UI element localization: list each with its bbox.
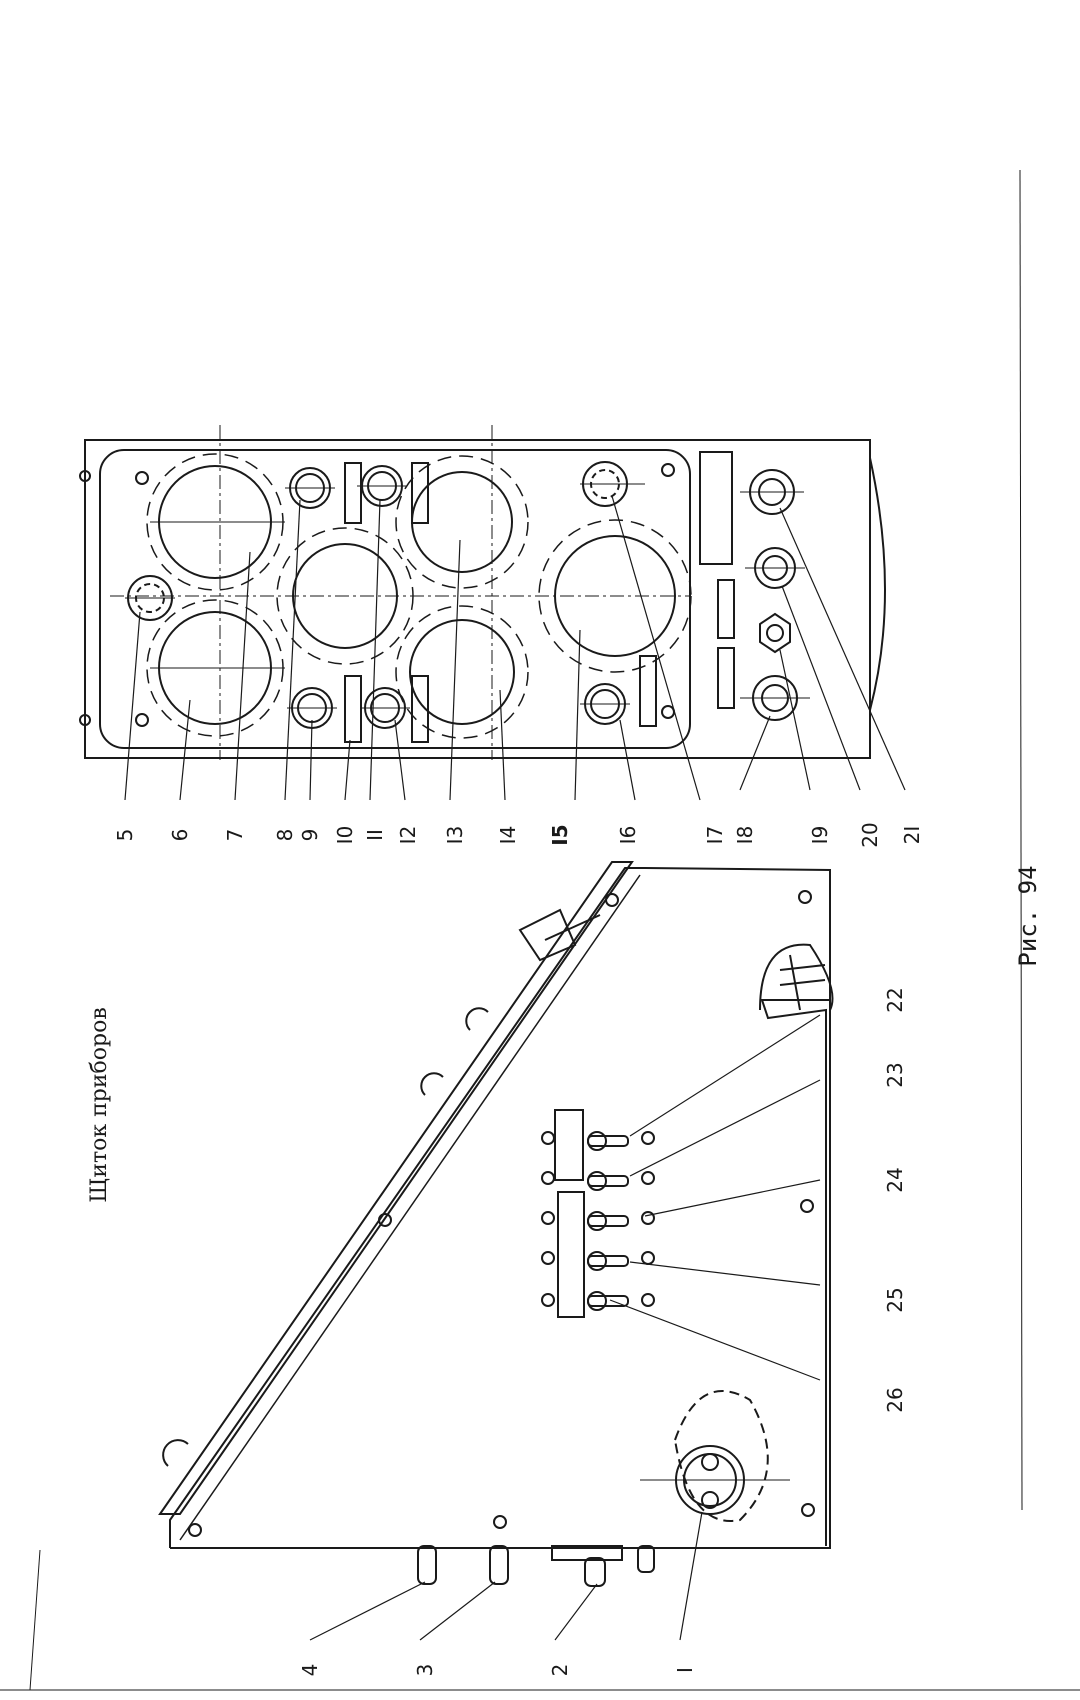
front-rect-lamps [344,451,735,743]
indicator-5 [125,575,175,621]
callout-3: 3 [413,1663,437,1677]
callout-20: 20 [858,822,882,848]
switch-19 [759,612,791,654]
left-edge-connectors [417,1545,655,1587]
switch-21 [740,469,804,515]
side-leaders [309,1014,821,1641]
gauge-15 [538,519,692,673]
front-leaders [124,495,906,801]
callout-6: 6 [168,828,192,842]
callout-1: I [673,1667,697,1673]
callout-14: I4 [496,825,520,845]
side-view [158,861,834,1641]
callout-25: 25 [883,1287,907,1313]
callout-5: 5 [113,828,137,842]
indicator-17 [580,461,645,507]
switch-18 [740,675,810,721]
callout-11: II [363,829,387,841]
indicator-16 [580,683,630,725]
front-view [79,425,906,801]
gauge-14 [395,605,529,739]
callout-18: I8 [733,825,757,845]
large-connector-1 [640,1390,790,1522]
callout-9: 9 [298,828,322,842]
toggle-switch-block [541,1109,655,1318]
front-panel-outer [84,439,871,759]
callout-17: I7 [703,825,727,845]
front-panel-end-cap [869,457,886,711]
indicator-12 [360,687,410,729]
callout-24: 24 [883,1167,907,1193]
connector-cutout [759,943,834,1011]
callout-26: 26 [883,1387,907,1413]
callout-7: 7 [223,828,247,842]
callout-22: 22 [883,987,907,1013]
callout-19: I9 [808,825,832,845]
callout-23: 23 [883,1062,907,1088]
callout-12: I2 [396,825,420,845]
callout-2: 2 [548,1663,572,1677]
callout-13: I3 [443,825,467,845]
callout-21: 2I [900,825,924,845]
side-screws [188,890,815,1537]
gauge-6 [146,599,285,737]
callout-15: I5 [548,824,572,846]
gauge-7 [146,453,285,591]
side-panel-inner-edge [179,874,641,1541]
drawing-title: Щиток приборов [87,1007,112,1203]
gauge-center-upper [276,527,414,665]
side-panel-outline [169,867,831,1549]
callout-10: I0 [333,825,357,845]
callout-4: 4 [298,1663,322,1677]
toggle-block-screws [541,1131,655,1307]
switch-20 [745,547,805,589]
front-panel-bezel [99,449,691,749]
indicator-8 [285,467,335,509]
side-panel-top-edge [158,861,634,1515]
figure-caption: Рис. 94 [1014,865,1042,967]
callout-16: I6 [616,825,640,845]
toggle-row [587,1131,629,1311]
